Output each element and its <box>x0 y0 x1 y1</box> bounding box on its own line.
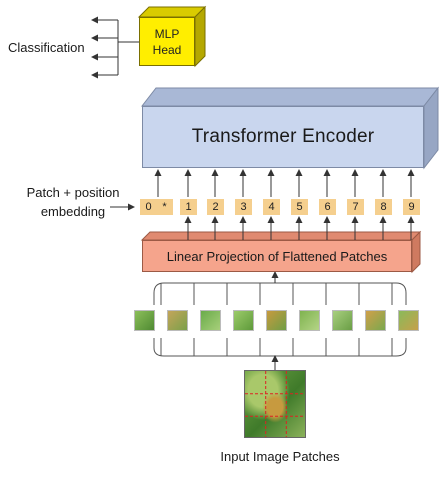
image-patch <box>332 310 353 331</box>
encoder-side <box>423 86 439 170</box>
patch-embedding-line2: embedding <box>40 204 106 219</box>
linear-projection-label: Linear Projection of Flattened Patches <box>166 248 388 264</box>
transformer-encoder-box: Transformer Encoder <box>142 106 424 168</box>
projection-top <box>140 231 422 241</box>
image-patch <box>398 310 419 331</box>
class-token: * <box>156 199 173 215</box>
mlp-head-side <box>194 5 206 68</box>
image-patch <box>365 310 386 331</box>
token-2: 2 <box>207 199 224 215</box>
input-image-grid <box>245 371 305 437</box>
encoder-top <box>140 87 440 107</box>
linear-projection-box: Linear Projection of Flattened Patches <box>142 240 412 272</box>
mlp-head-line2: Head <box>152 42 182 57</box>
image-patch <box>200 310 221 331</box>
mlp-head-box: MLP Head <box>139 17 195 66</box>
patch-bracket-top <box>153 282 407 305</box>
token-arrows <box>154 169 415 197</box>
token-3: 3 <box>235 199 252 215</box>
token-8: 8 <box>375 199 392 215</box>
projection-side <box>411 230 421 274</box>
classification-label: Classification <box>8 40 85 55</box>
patch-bracket-bottom <box>153 338 407 357</box>
patch-ticks <box>160 283 393 356</box>
input-image-caption: Input Image Patches <box>220 449 340 464</box>
input-image <box>244 370 306 438</box>
token-4: 4 <box>263 199 280 215</box>
transformer-encoder-label: Transformer Encoder <box>191 126 375 147</box>
token-6: 6 <box>319 199 336 215</box>
token-1: 1 <box>180 199 197 215</box>
image-patch <box>233 310 254 331</box>
mlp-head-top <box>137 6 207 18</box>
token-5: 5 <box>291 199 308 215</box>
patch-embedding-line1: Patch + position <box>26 185 120 200</box>
token-7: 7 <box>347 199 364 215</box>
projection-lines <box>184 216 415 240</box>
image-patch <box>134 310 155 331</box>
classification-arrows <box>91 16 139 79</box>
token-9: 9 <box>403 199 420 215</box>
image-patch <box>167 310 188 331</box>
image-patch <box>299 310 320 331</box>
patch-embedding-label: Patch + position embedding <box>14 183 132 221</box>
image-patch <box>266 310 287 331</box>
token-0: 0 <box>140 199 157 215</box>
mlp-head-line1: MLP <box>154 26 180 41</box>
